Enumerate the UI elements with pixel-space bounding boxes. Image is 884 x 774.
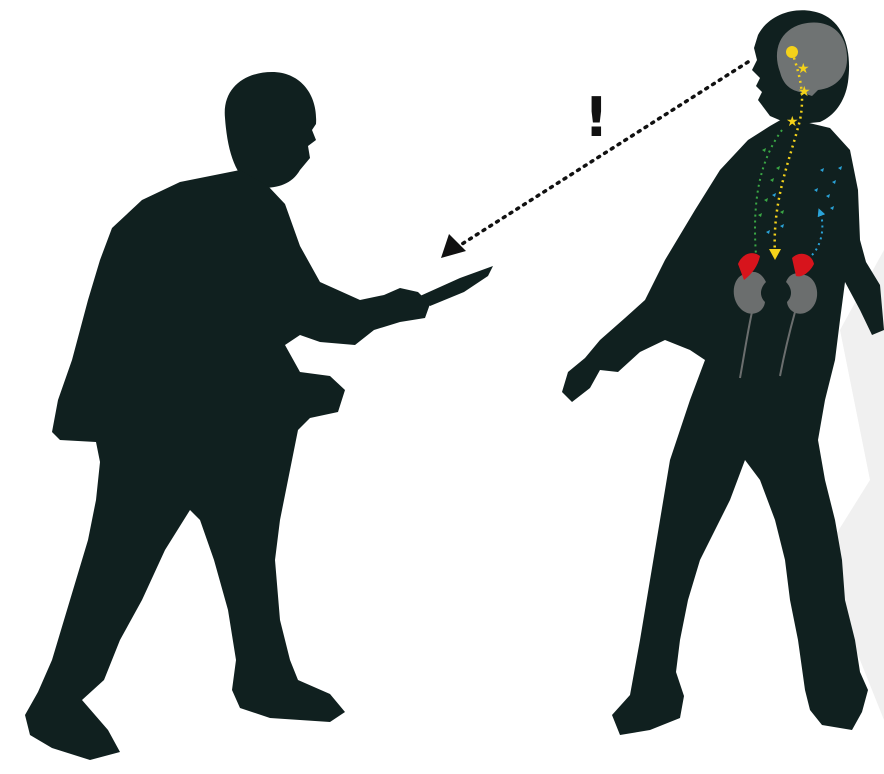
attacker-body: [25, 170, 430, 760]
alert-symbol: !: [584, 86, 609, 149]
defender-body: [562, 118, 884, 735]
svg-text:★: ★: [797, 61, 810, 77]
sight-arrowhead-icon: [441, 234, 466, 258]
knife-blade: [420, 266, 493, 306]
attacker-silhouette: [25, 72, 493, 760]
dot-icon: [786, 46, 798, 58]
defender-silhouette: [562, 10, 884, 735]
svg-text:★: ★: [798, 84, 811, 100]
svg-text:★: ★: [786, 114, 799, 130]
